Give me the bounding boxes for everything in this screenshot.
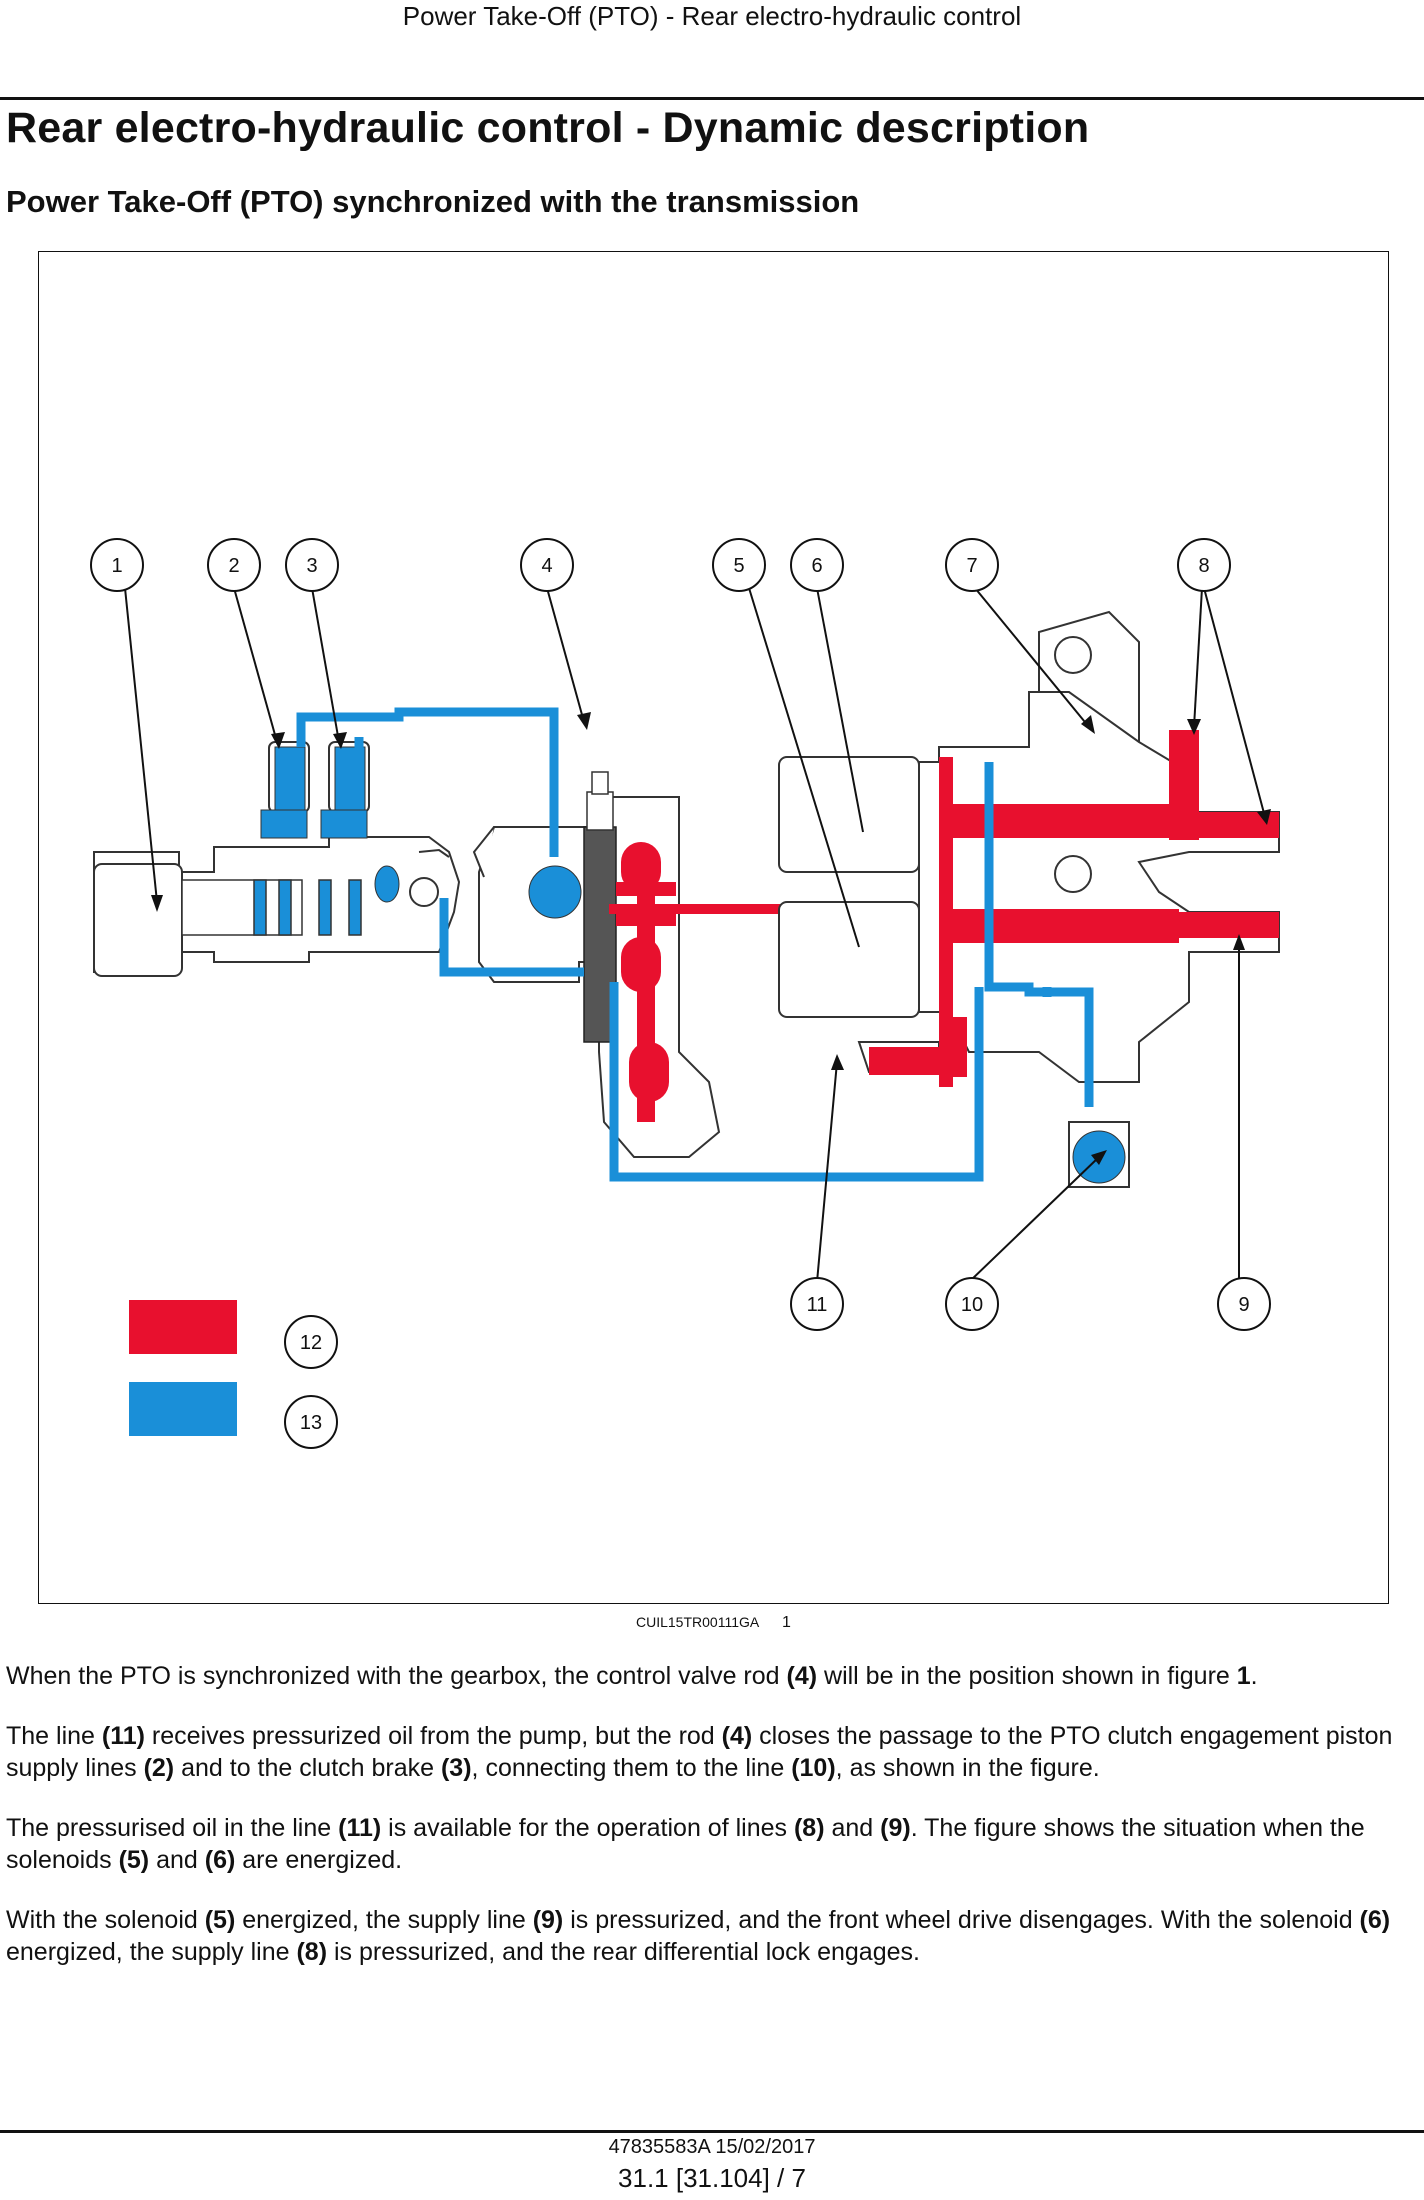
callout-6 <box>790 538 844 592</box>
callout-10 <box>945 1277 999 1331</box>
callout-label-9: 9 <box>1238 1294 1249 1316</box>
reference-number: (4) <box>786 1662 818 1690</box>
callout-2 <box>207 538 261 592</box>
callout-3 <box>285 538 339 592</box>
reference-number: (9) <box>880 1814 911 1842</box>
reference-number: (2) <box>143 1754 175 1782</box>
reference-number: (11) <box>338 1814 382 1842</box>
paragraph-4: With the solenoid (5) energized, the sup… <box>6 1904 1416 1968</box>
paragraph-3: The pressurised oil in the line (11) is … <box>6 1812 1416 1876</box>
paragraph-text: energized, the supply line <box>235 1906 533 1934</box>
callout-5 <box>712 538 766 592</box>
callout-4 <box>520 538 574 592</box>
reference-number: (4) <box>721 1722 753 1750</box>
callouts <box>90 538 1271 1449</box>
section-subtitle: Power Take-Off (PTO) synchronized with t… <box>6 184 860 219</box>
paragraph-text: and to the clutch brake <box>174 1754 441 1782</box>
leader-arrowheads <box>151 712 1271 1165</box>
figure-number: 1 <box>782 1614 791 1631</box>
callout-label-5: 5 <box>733 555 744 577</box>
paragraph-text: With the solenoid <box>6 1906 205 1934</box>
footer-page-ref: 31.1 [31.104] / 7 <box>618 2163 806 2193</box>
paragraph-2: The line (11) receives pressurized oil f… <box>6 1720 1416 1784</box>
paragraph-text: is pressurized, and the rear differentia… <box>327 1938 920 1966</box>
callout-1 <box>90 538 144 592</box>
hydraulic-diagram: 1 2 3 4 5 6 7 8 9 10 11 12 13 <box>90 538 1280 1449</box>
callout-label-1: 1 <box>111 555 122 577</box>
callout-label-7: 7 <box>966 555 977 577</box>
paragraph-text: The pressurised oil in the line <box>6 1814 339 1842</box>
figure-code: CUIL15TR00111GA <box>636 1614 760 1630</box>
paragraph-1: When the PTO is synchronized with the ge… <box>6 1660 1416 1692</box>
callout-9 <box>1217 1277 1271 1331</box>
reference-number: (5) <box>118 1846 150 1874</box>
header-divider <box>0 97 1424 100</box>
reference-number: (8) <box>793 1814 825 1842</box>
paragraph-text: The line <box>6 1722 102 1750</box>
reference-number: (10) <box>791 1754 836 1782</box>
paragraph-text: is available for the operation of lines <box>381 1814 794 1842</box>
paragraph-text: receives pressurized oil from the pump, … <box>144 1722 722 1750</box>
reference-number: (6) <box>204 1846 236 1874</box>
reference-number: (8) <box>296 1938 328 1966</box>
callout-label-2: 2 <box>228 555 239 577</box>
paragraph-text: and <box>149 1846 205 1874</box>
callout-label-4: 4 <box>541 555 552 577</box>
paragraph-text: . <box>1250 1662 1258 1690</box>
paragraph-text: . The figure shows the situation when th… <box>6 1814 1365 1874</box>
callout-label-10: 10 <box>961 1294 983 1316</box>
paragraph-text: are energized. <box>235 1846 403 1874</box>
callout-7 <box>945 538 999 592</box>
callout-13 <box>284 1395 338 1449</box>
reference-number: (9) <box>532 1906 564 1934</box>
paragraph-text: , connecting them to the line <box>471 1754 792 1782</box>
callout-12 <box>284 1315 338 1369</box>
legend-swatch-pressure <box>129 1300 237 1354</box>
solenoid-block <box>778 610 1280 1083</box>
paragraph-text: When the PTO is synchronized with the ge… <box>6 1662 787 1690</box>
reference-number: (3) <box>440 1754 472 1782</box>
reference-number: (6) <box>1359 1906 1391 1934</box>
paragraph-text: is pressurized, and the front wheel driv… <box>563 1906 1360 1934</box>
paragraph-text: will be in the position shown in figure <box>817 1662 1237 1690</box>
running-header: Power Take-Off (PTO) - Rear electro-hydr… <box>402 1 1022 31</box>
paragraph-text: energized, the supply line <box>6 1938 297 1966</box>
callout-label-3: 3 <box>306 555 317 577</box>
reference-number: (11) <box>101 1722 145 1750</box>
paragraph-text: and <box>824 1814 881 1842</box>
footer-doc-ref: 47835583A 15/02/2017 <box>608 2136 816 2158</box>
leader-lines <box>124 587 1266 1283</box>
paragraph-text: closes the passage to the PTO clutch eng… <box>6 1722 1393 1782</box>
spool-lands <box>181 879 362 936</box>
reference-number: (5) <box>204 1906 236 1934</box>
callout-11 <box>790 1277 844 1331</box>
ports-2-3 <box>260 746 400 903</box>
return-lines <box>296 707 1094 1182</box>
reference-number: 1 <box>1236 1662 1251 1690</box>
legend-label-12: 12 <box>300 1332 322 1354</box>
callout-label-8: 8 <box>1198 555 1209 577</box>
legend-label-13: 13 <box>300 1412 322 1434</box>
callout-label-6: 6 <box>811 555 822 577</box>
callout-label-11: 11 <box>807 1294 828 1316</box>
hydraulic-diagram-figure: 1 2 3 4 5 6 7 8 9 10 11 12 13 <box>38 251 1389 1604</box>
footer-divider <box>0 2130 1424 2133</box>
legend-swatch-return <box>129 1382 237 1436</box>
paragraph-text: , as shown in the figure. <box>835 1754 1100 1782</box>
page-title: Rear electro-hydraulic control - Dynamic… <box>6 104 1090 152</box>
callout-8 <box>1177 538 1231 592</box>
